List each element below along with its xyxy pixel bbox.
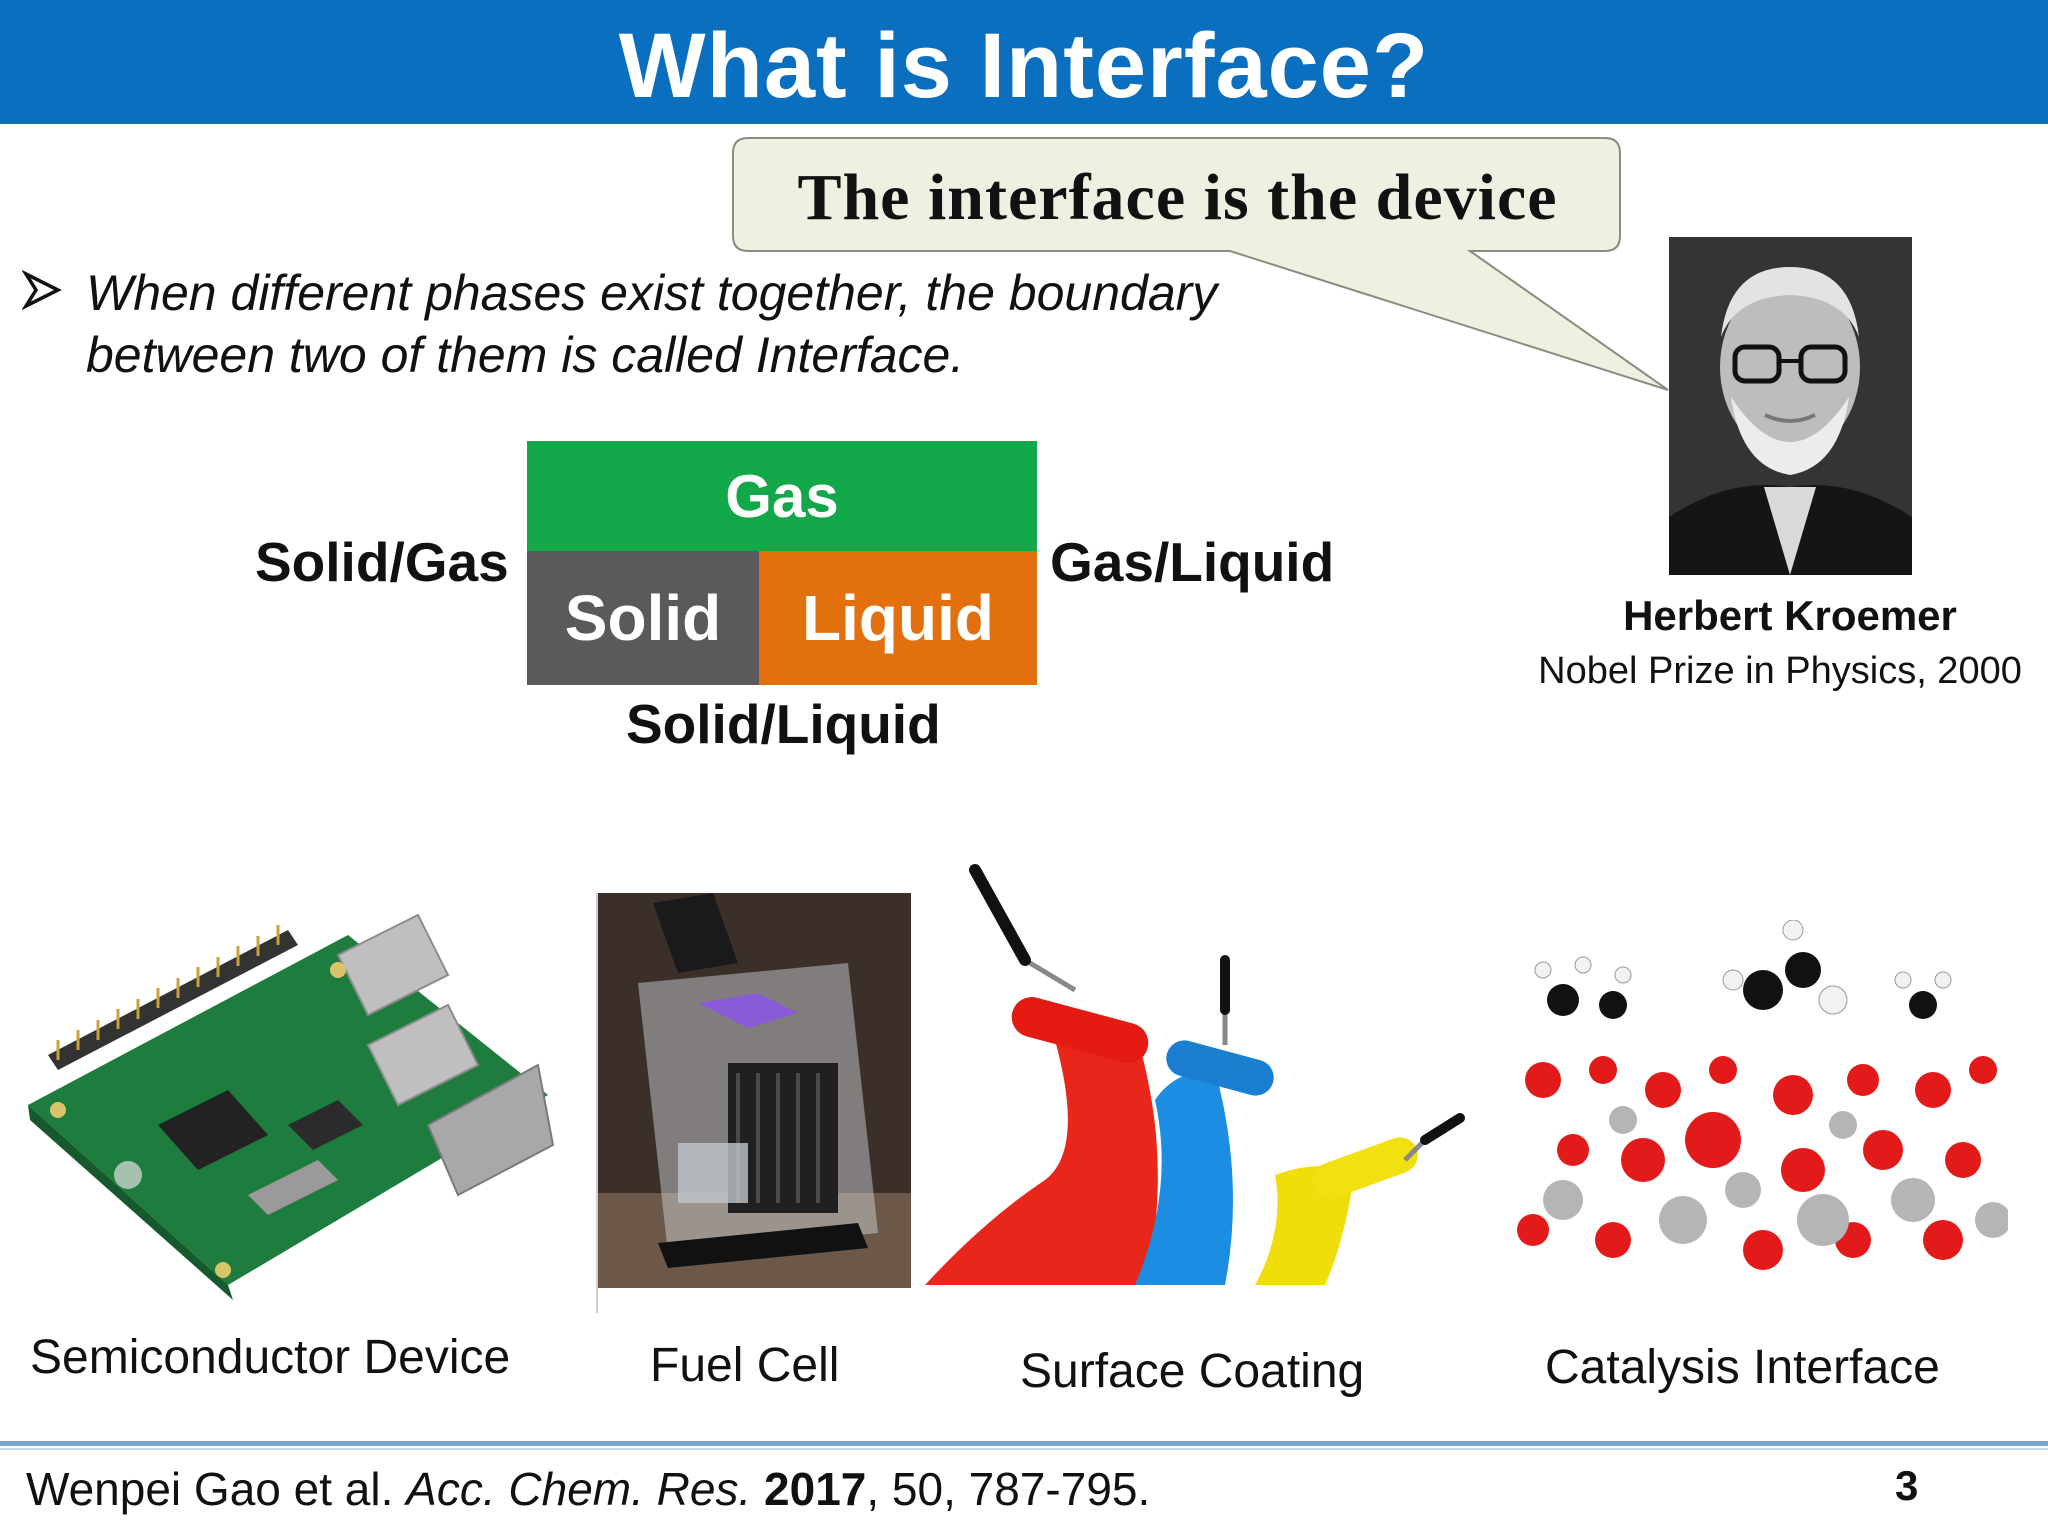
callout-text: The interface is the device	[797, 161, 1558, 234]
portrait-photo	[1669, 237, 1912, 575]
semiconductor-board-image	[18, 895, 558, 1315]
caption-catalysis-interface: Catalysis Interface	[1545, 1341, 1940, 1394]
catalysis-model-image	[1503, 920, 2008, 1285]
image-divider	[596, 893, 598, 1313]
ref-authors: Wenpei Gao et al.	[26, 1463, 407, 1515]
bullet-line-1: When different phases exist together, th…	[86, 265, 1218, 321]
bullet-arrow-icon	[22, 270, 62, 310]
person-name: Herbert Kroemer	[1623, 592, 1957, 639]
label-solid-liquid: Solid/Liquid	[626, 693, 941, 755]
caption-semiconductor-device: Semiconductor Device	[30, 1331, 511, 1384]
footer-rule	[0, 1441, 2048, 1446]
slide-title: What is Interface?	[618, 15, 1430, 117]
page-number: 3	[1895, 1462, 1919, 1509]
footer-rule-light	[0, 1448, 2048, 1450]
footer-reference: Wenpei Gao et al. Acc. Chem. Res. 2017, …	[26, 1462, 1150, 1516]
phase-solid-box: Solid	[527, 551, 759, 685]
person-award: Nobel Prize in Physics, 2000	[1538, 650, 2022, 692]
caption-surface-coating: Surface Coating	[1020, 1345, 1365, 1398]
label-gas-liquid: Gas/Liquid	[1050, 531, 1335, 593]
ref-journal: Acc. Chem. Res.	[406, 1463, 752, 1515]
bullet-line-2: between two of them is called Interface.	[86, 327, 965, 383]
caption-fuel-cell: Fuel Cell	[650, 1339, 840, 1392]
ref-year: 2017	[764, 1463, 867, 1515]
fuel-cell-image	[598, 893, 911, 1288]
bullet-text: When different phases exist together, th…	[86, 262, 1326, 386]
ref-rest: , 50, 787-795.	[866, 1463, 1151, 1515]
phase-gas-box: Gas	[527, 441, 1037, 551]
surface-coating-image	[925, 860, 1465, 1290]
title-bar	[0, 0, 2048, 124]
label-solid-gas: Solid/Gas	[255, 531, 509, 593]
phase-liquid-box: Liquid	[759, 551, 1037, 685]
